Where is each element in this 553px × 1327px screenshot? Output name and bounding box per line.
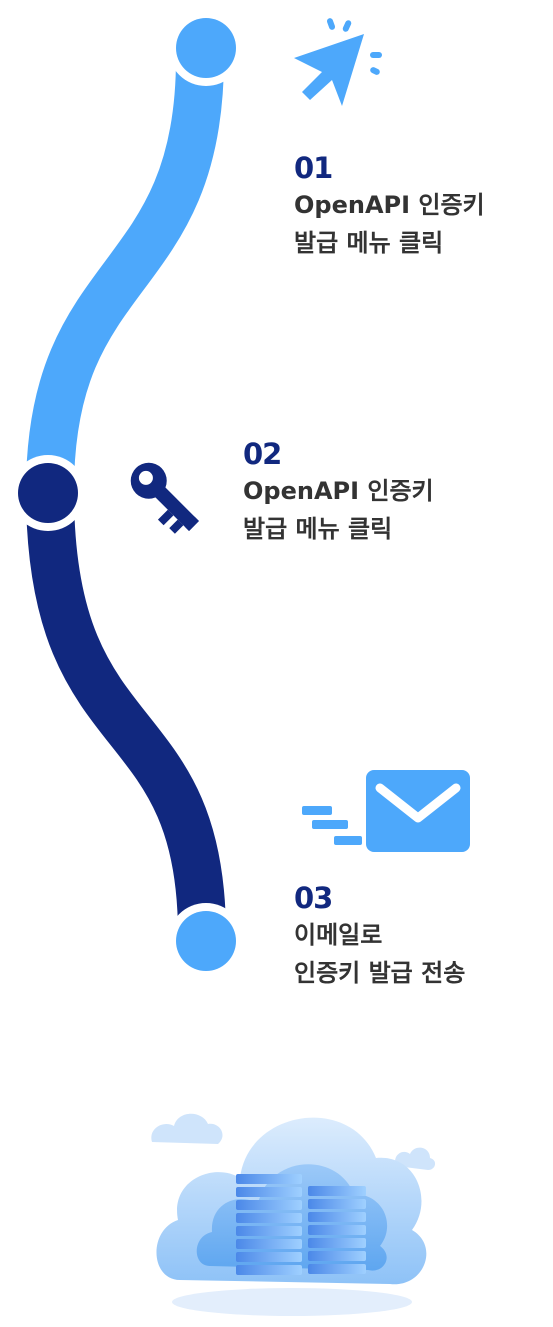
step-3-line-2: 인증키 발급 전송 [294,959,466,987]
step-3: 03 이메일로 인증키 발급 전송 [294,880,465,992]
step-1: 01 OpenAPI 인증키 발급 메뉴 클릭 [294,150,485,262]
envelope-icon [300,768,472,854]
key-icon [120,452,210,542]
path-segment-lower [26,491,226,936]
step-2-line-2: 발급 메뉴 클릭 [243,515,393,543]
step-2-line-1: OpenAPI 인증키 [243,477,434,505]
step-3-number: 03 [294,881,333,915]
server-rack-left [236,1174,302,1275]
step-1-line-1: OpenAPI 인증키 [294,191,485,219]
path-segment-upper [26,57,224,491]
node-3-dot [176,911,236,971]
cursor-click-icon [288,14,388,114]
step-2: 02 OpenAPI 인증키 발급 메뉴 클릭 [243,436,434,548]
step-1-number: 01 [294,151,333,185]
node-1-dot [176,18,236,78]
cloud-server-icon [140,1070,440,1320]
step-3-line-1: 이메일로 [294,921,383,949]
step-1-line-2: 발급 메뉴 클릭 [294,229,444,257]
server-rack-right [308,1186,366,1274]
step-2-number: 02 [243,437,282,471]
node-2-dot [18,463,78,523]
